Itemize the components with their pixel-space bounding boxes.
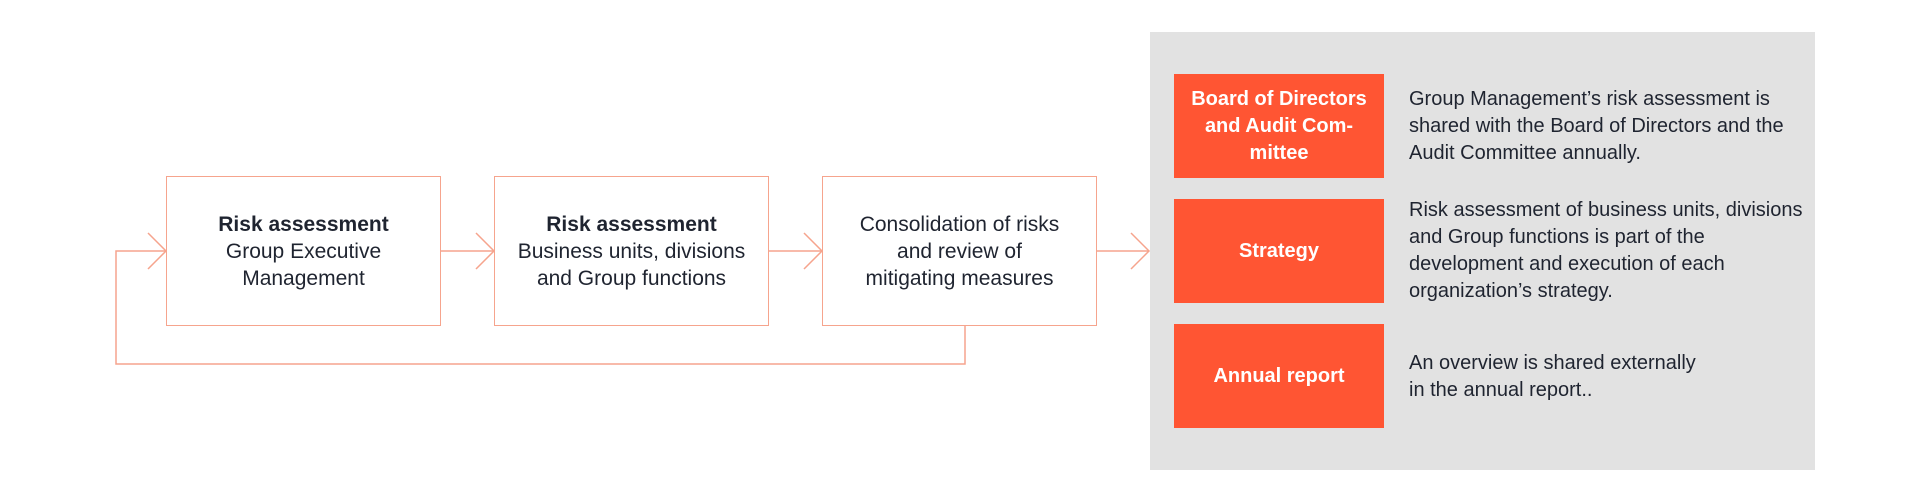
step-risk-assessment-group-exec: Risk assessment Group Executive Manageme… [166,176,441,326]
arrowhead-into-panel [1130,232,1151,270]
step-text: Consolidation of risks and review of mit… [859,212,1060,290]
feedback-loop-line [115,250,966,365]
desc-board-of-directors: Group Management’s risk assessment is sh… [1409,88,1784,164]
step-consolidation: Consolidation of risks and review of mit… [822,176,1097,326]
step-title: Risk assessment [546,212,717,236]
step-title: Risk assessment [218,212,389,236]
tag-annual-report: Annual report [1174,324,1384,428]
desc-strategy: Risk assessment of business units, divis… [1409,199,1803,302]
tag-board-of-directors: Board of Directors and Audit Com-mittee [1174,74,1384,178]
tag-label: Annual report [1213,364,1345,387]
step-text: Business units, divisions and Group func… [517,239,746,290]
tag-label: Board of Directors and Audit Com-mittee [1191,87,1367,164]
tag-strategy: Strategy [1174,199,1384,303]
step-text: Group Executive Management [225,239,382,290]
desc-annual-report: An overview is shared externally in the … [1409,352,1696,401]
step-risk-assessment-business-units: Risk assessment Business units, division… [494,176,769,326]
tag-label: Strategy [1238,239,1320,262]
